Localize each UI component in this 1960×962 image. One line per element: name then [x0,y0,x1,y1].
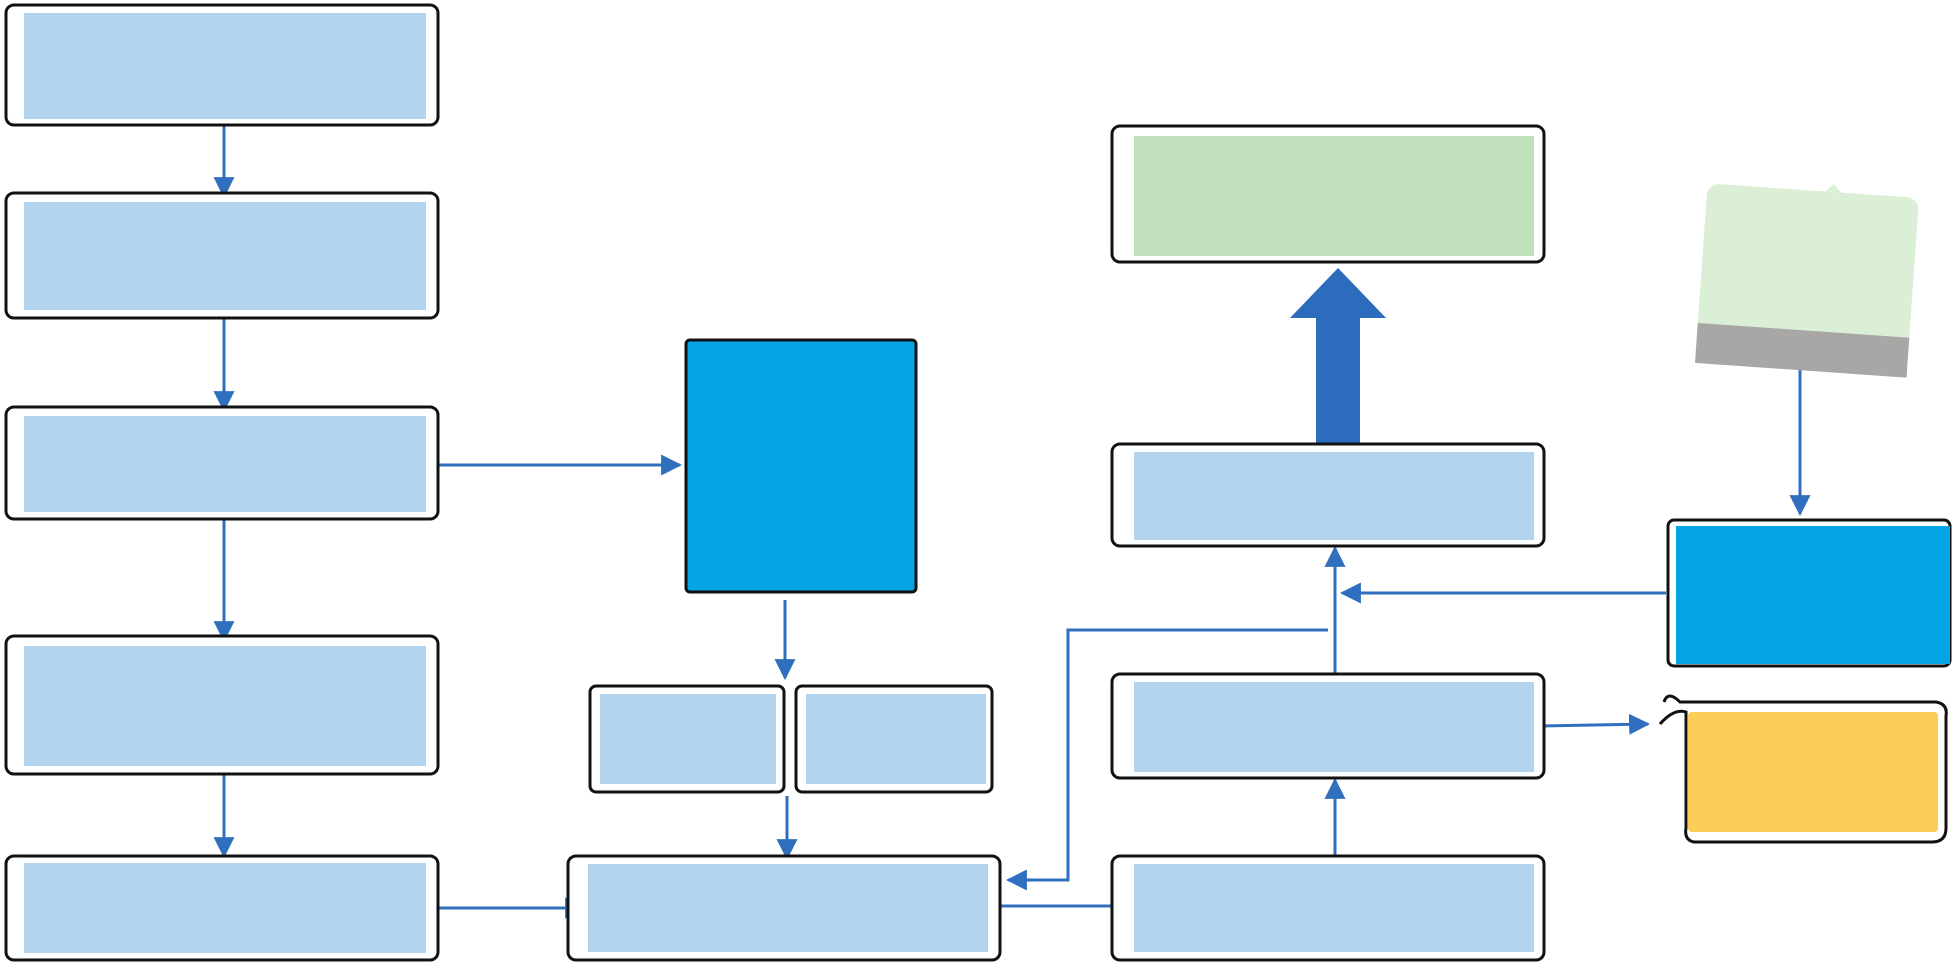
right-box-upper [1110,442,1546,548]
left-box-5 [4,854,440,962]
yellow-document-box [1658,694,1948,844]
middle-bottom-box [566,854,1002,962]
left-box-4 [4,634,440,776]
far-right-blue-box [1666,518,1952,668]
right-box-middle [1110,672,1546,780]
right-box-bottom [1110,854,1546,962]
left-box-1 [4,3,440,127]
middle-small-box-right [794,684,994,794]
large-up-arrow [1290,268,1386,444]
edge-feedback-middle-bottom [1005,628,1328,891]
note-card [1695,184,1919,378]
left-box-3 [4,405,440,521]
right-top-box [1110,124,1546,264]
middle-square [684,338,918,594]
middle-small-box-left [588,684,786,794]
edge-right-middle-yellow [1539,713,1651,735]
left-box-2 [4,191,440,320]
